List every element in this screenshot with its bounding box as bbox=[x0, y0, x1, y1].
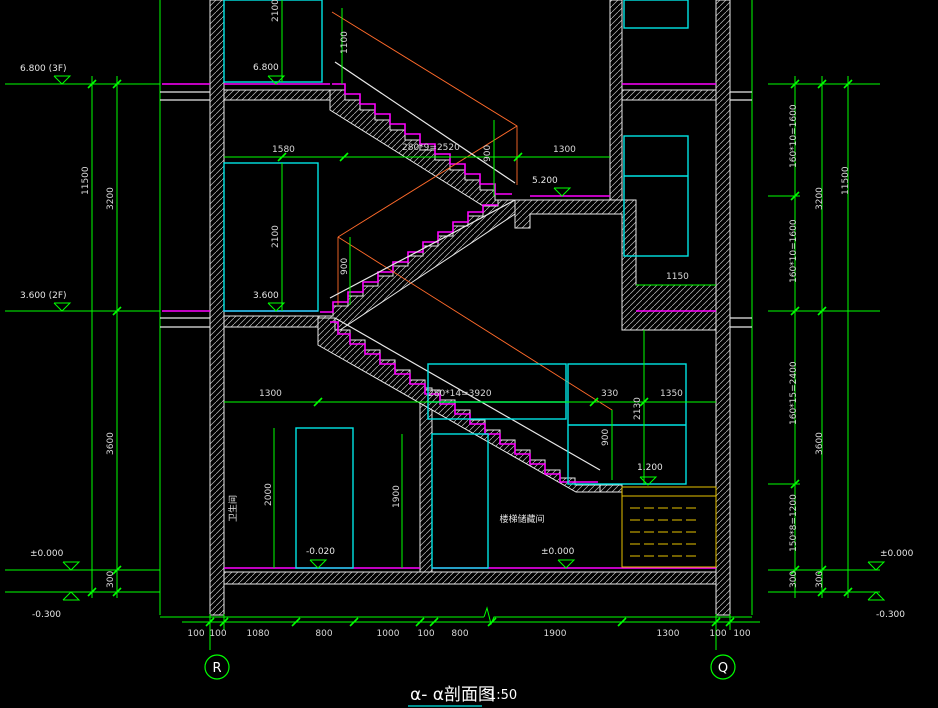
bottom-dim-0: 100 bbox=[187, 629, 204, 639]
stair-nosing-lines bbox=[162, 83, 716, 569]
dim-right-3f: 3200 bbox=[815, 187, 825, 210]
axis-label-r: R bbox=[212, 661, 221, 676]
dim-right-3f-lower: 160*10=1600 bbox=[789, 219, 799, 283]
openings bbox=[223, 0, 689, 569]
level-marker-below-left: -0.300 bbox=[32, 591, 81, 620]
left-dimension-lines bbox=[5, 0, 161, 615]
dim-1900: 1900 bbox=[392, 485, 402, 508]
dim-2100-mid: 2100 bbox=[271, 225, 281, 248]
dim-2130: 2130 bbox=[633, 397, 643, 420]
level-text-ground-right: ±0.000 bbox=[880, 549, 914, 559]
level-text-520: 5.200 bbox=[532, 176, 558, 186]
dim-left-total: 11500 bbox=[81, 166, 91, 195]
bottom-dim-3: 800 bbox=[315, 629, 332, 639]
bottom-dim-7: 1900 bbox=[544, 629, 567, 639]
bottom-dim-8: 1300 bbox=[657, 629, 680, 639]
level-text-360: 3.600 bbox=[253, 291, 279, 301]
dim-right-1f: 3600 bbox=[815, 432, 825, 455]
dim-900-c: 900 bbox=[601, 429, 611, 446]
level-marker-ground-left: ±0.000 bbox=[30, 549, 81, 571]
level-text-680: 6.800 bbox=[253, 63, 279, 73]
interior-dimension-lines bbox=[224, 0, 716, 568]
dim-1150: 1150 bbox=[666, 272, 689, 282]
dim-right-1f-upper: 160*15=2400 bbox=[789, 361, 799, 425]
axis-label-q: Q bbox=[718, 661, 728, 676]
level-text-below-right: -0.300 bbox=[876, 610, 905, 620]
room-label-storage: 楼梯储藏间 bbox=[499, 513, 544, 525]
axis-marker-q: Q bbox=[710, 654, 736, 680]
dim-left-base: 300 bbox=[106, 571, 116, 588]
interior-level-markers bbox=[267, 75, 658, 569]
level-text-2f: 3.600 (2F) bbox=[20, 291, 67, 301]
bottom-dimension-lines bbox=[160, 606, 760, 650]
dim-900-b: 900 bbox=[340, 258, 350, 275]
level-text-below-left: -0.300 bbox=[32, 610, 61, 620]
dim-right-base-a: 300 bbox=[789, 571, 799, 588]
dim-right-base-b: 300 bbox=[815, 571, 825, 588]
drawing-scale: 1:50 bbox=[488, 688, 517, 703]
dim-1580: 1580 bbox=[272, 145, 295, 155]
dim-left-3f: 3200 bbox=[106, 187, 116, 210]
dim-upper-stair: 280*9=2520 bbox=[402, 143, 460, 153]
level-marker-3f: 6.800 (3F) bbox=[20, 64, 72, 85]
level-marker-below-right: -0.300 bbox=[867, 591, 905, 620]
drawing-title: α- α剖面图 bbox=[410, 685, 495, 705]
axis-marker-r: R bbox=[204, 654, 230, 680]
level-text-bath: -0.020 bbox=[306, 547, 335, 557]
bottom-dim-2: 1080 bbox=[247, 629, 270, 639]
level-text-120: 1.200 bbox=[637, 463, 663, 473]
room-label-bathroom: 卫生间 bbox=[227, 495, 239, 522]
dim-right-1f-lower: 150*8=1200 bbox=[789, 494, 799, 552]
dim-2000: 2000 bbox=[264, 483, 274, 506]
dim-330: 330 bbox=[601, 389, 618, 399]
level-marker-ground-right: ±0.000 bbox=[867, 549, 914, 571]
bottom-dimension-texts: 100 100 1080 800 1000 100 800 1900 1300 100 100 bbox=[187, 629, 750, 639]
louver-window bbox=[621, 486, 717, 568]
structure bbox=[160, 0, 752, 616]
level-text-storage: ±0.000 bbox=[541, 547, 575, 557]
right-dimension-lines bbox=[751, 0, 880, 615]
dim-2100-top: 2100 bbox=[271, 0, 281, 22]
dim-right-3f-upper: 160*10=1600 bbox=[789, 104, 799, 168]
dim-900-a: 900 bbox=[483, 145, 493, 162]
bottom-dim-6: 800 bbox=[451, 629, 468, 639]
stair-guide-lines bbox=[329, 61, 601, 471]
dim-left-1f: 3600 bbox=[106, 432, 116, 455]
dim-right-total: 11500 bbox=[841, 166, 851, 195]
bottom-dim-5: 100 bbox=[417, 629, 434, 639]
dim-lower-stair: 280*14=3920 bbox=[428, 389, 492, 399]
bottom-dim-9: 100 bbox=[709, 629, 726, 639]
bottom-dim-4: 1000 bbox=[377, 629, 400, 639]
level-text-3f: 6.800 (3F) bbox=[20, 64, 67, 74]
dim-1300-a: 1300 bbox=[553, 145, 576, 155]
dim-1350: 1350 bbox=[660, 389, 683, 399]
bottom-dim-10: 100 bbox=[733, 629, 750, 639]
level-text-ground-left: ±0.000 bbox=[30, 549, 64, 559]
bottom-dim-1: 100 bbox=[209, 629, 226, 639]
dim-1100: 1100 bbox=[340, 31, 350, 54]
level-marker-2f: 3.600 (2F) bbox=[20, 291, 72, 312]
dim-1300-b: 1300 bbox=[259, 389, 282, 399]
